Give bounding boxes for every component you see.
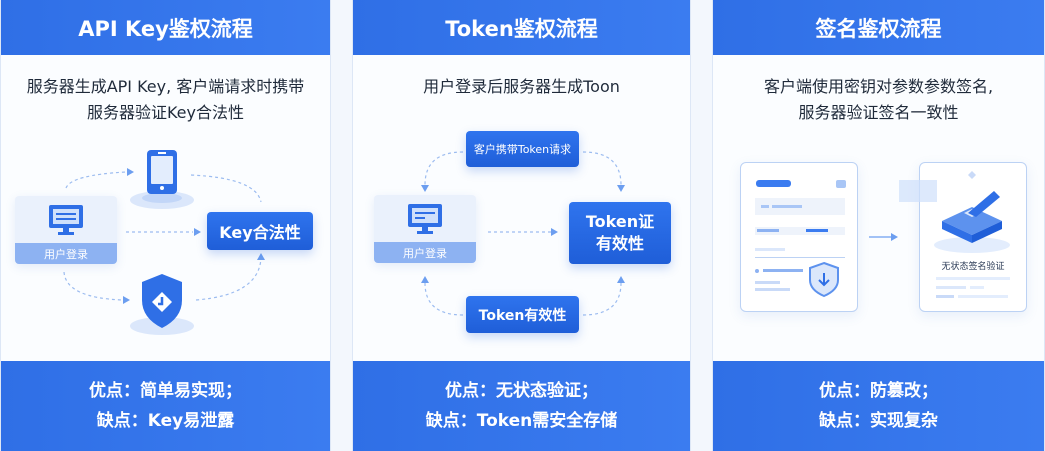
arrow-right-icon: [869, 233, 898, 241]
cons-text: 缺点：Key易泄露: [96, 411, 235, 431]
cons-text: 缺点：Token需安全存储: [425, 411, 618, 431]
phone-icon: [130, 150, 194, 209]
monitor-icon: [49, 205, 83, 235]
request-document: [740, 162, 858, 312]
api-key-panel: API Key鉴权流程 服务器生成API Key, 客户端请求时携带 服务器验证…: [0, 0, 331, 451]
desc-line: 服务器生成API Key, 客户端请求时携带: [26, 77, 305, 96]
desc-line: 用户登录后服务器生成Toon: [423, 77, 620, 96]
user-login-node: 用户登录: [15, 196, 117, 264]
desc-line: 服务器验证签名一致性: [798, 103, 959, 122]
monitor-icon: [408, 204, 442, 234]
caption-lines: [936, 277, 1010, 298]
pros-cons: 优点：防篡改； 缺点：实现复杂: [713, 361, 1044, 451]
user-login-node: 用户登录: [374, 195, 476, 263]
token-validity-node: Token证 有效性: [569, 202, 671, 264]
panel-description: 服务器生成API Key, 客户端请求时携带 服务器验证Key合法性: [1, 74, 330, 126]
token-valid-node: Token有效性: [466, 296, 579, 333]
panel-description: 用户登录后服务器生成Toon: [353, 74, 690, 100]
shield-icon: [130, 274, 194, 335]
flow-arrows: [421, 151, 625, 316]
decor-card: [899, 180, 937, 202]
user-login-label: 用户登录: [15, 243, 117, 264]
pros-cons: 优点：简单易实现； 缺点：Key易泄露: [1, 361, 330, 451]
panel-title: Token鉴权流程: [353, 0, 690, 55]
key-validity-node: Key合法性: [207, 212, 313, 250]
panel-title: 签名鉴权流程: [713, 0, 1044, 55]
flow-arrows: [63, 168, 265, 304]
token-panel: Token鉴权流程 用户登录后服务器生成Toon 客户携带Token请求 用户登…: [352, 0, 691, 451]
signature-stamp-icon: [934, 171, 1010, 253]
document-content-icon: [755, 180, 846, 298]
signature-panel: 签名鉴权流程 客户端使用密钥对参数参数签名, 服务器验证签名一致性 无状态签名验…: [712, 0, 1045, 451]
desc-line: 客户端使用密钥对参数参数签名,: [763, 77, 994, 96]
pros-text: 优点：防篡改；: [819, 381, 938, 401]
panel-description: 客户端使用密钥对参数参数签名, 服务器验证签名一致性: [713, 74, 1044, 126]
cons-text: 缺点：实现复杂: [819, 411, 938, 431]
user-login-label: 用户登录: [374, 242, 476, 263]
pros-cons: 优点：无状态验证； 缺点：Token需安全存储: [353, 361, 690, 451]
panel-title: API Key鉴权流程: [1, 0, 330, 55]
verification-document: 无状态签名验证: [919, 162, 1027, 312]
verify-caption: 无状态签名验证: [941, 262, 1005, 272]
pros-text: 优点：无状态验证；: [445, 381, 598, 401]
client-token-request-node: 客户携带Token请求: [466, 131, 579, 167]
pros-text: 优点：简单易实现；: [89, 381, 242, 401]
desc-line: 服务器验证Key合法性: [86, 103, 244, 122]
